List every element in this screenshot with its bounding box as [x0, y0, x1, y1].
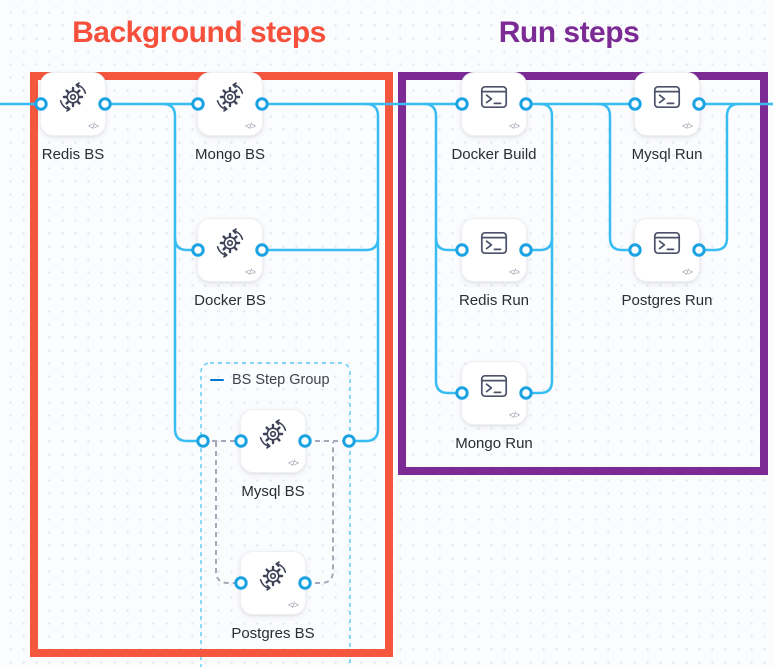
- code-icon: </>: [508, 121, 520, 131]
- step-label: Postgres Run: [621, 292, 713, 309]
- step-node-redis-run[interactable]: </> Redis Run: [459, 218, 529, 309]
- connector-port[interactable]: [692, 243, 706, 257]
- code-icon: </>: [87, 121, 99, 131]
- background-steps-title: Background steps: [72, 16, 326, 49]
- step-card[interactable]: </>: [461, 218, 527, 282]
- step-card[interactable]: </>: [461, 361, 527, 425]
- connector-port[interactable]: [98, 97, 112, 111]
- step-label: Redis BS: [41, 146, 105, 163]
- code-icon: </>: [508, 410, 520, 420]
- code-icon: </>: [287, 458, 299, 468]
- step-node-postgres-bs[interactable]: </> Postgres BS: [231, 551, 315, 642]
- bs-step-group-box: [200, 362, 351, 667]
- run-steps-frame: [398, 72, 768, 475]
- connector-port[interactable]: [255, 97, 269, 111]
- connector-port[interactable]: [298, 576, 312, 590]
- step-label: Postgres BS: [231, 625, 315, 642]
- step-group-label: BS Step Group: [232, 372, 330, 388]
- connector-port[interactable]: [191, 243, 205, 257]
- connector-port[interactable]: [692, 97, 706, 111]
- step-group-header[interactable]: BS Step Group: [210, 372, 330, 388]
- step-label: Docker Build: [451, 146, 537, 163]
- connector-port[interactable]: [298, 434, 312, 448]
- connector-port[interactable]: [196, 434, 210, 448]
- step-label: Mysql BS: [241, 483, 305, 500]
- step-group-border: [200, 362, 351, 667]
- code-icon: </>: [681, 121, 693, 131]
- code-icon: </>: [244, 267, 256, 277]
- step-node-mysql-bs[interactable]: </> Mysql BS: [240, 409, 306, 500]
- step-card[interactable]: </>: [240, 551, 306, 615]
- run-steps-title: Run steps: [498, 16, 640, 49]
- code-icon: </>: [508, 267, 520, 277]
- connector-port[interactable]: [628, 243, 642, 257]
- connector-port[interactable]: [519, 97, 533, 111]
- connector-port[interactable]: [628, 97, 642, 111]
- collapse-icon[interactable]: [210, 378, 224, 382]
- code-icon: </>: [287, 600, 299, 610]
- step-label: Mongo BS: [194, 146, 266, 163]
- connector-port[interactable]: [455, 243, 469, 257]
- step-label: Docker BS: [194, 292, 266, 309]
- connector-port[interactable]: [455, 386, 469, 400]
- code-icon: </>: [681, 267, 693, 277]
- connector-port[interactable]: [34, 97, 48, 111]
- connector-port[interactable]: [255, 243, 269, 257]
- step-node-mongo-run[interactable]: </> Mongo Run: [455, 361, 533, 452]
- connector-port[interactable]: [519, 243, 533, 257]
- step-label: Mysql Run: [631, 146, 703, 163]
- code-icon: </>: [244, 121, 256, 131]
- step-label: Redis Run: [458, 292, 530, 309]
- step-label: Mongo Run: [455, 435, 533, 452]
- connector-port[interactable]: [519, 386, 533, 400]
- connector-port[interactable]: [342, 434, 356, 448]
- connector-port[interactable]: [234, 434, 248, 448]
- connector-port[interactable]: [191, 97, 205, 111]
- connector-port[interactable]: [455, 97, 469, 111]
- connector-port[interactable]: [234, 576, 248, 590]
